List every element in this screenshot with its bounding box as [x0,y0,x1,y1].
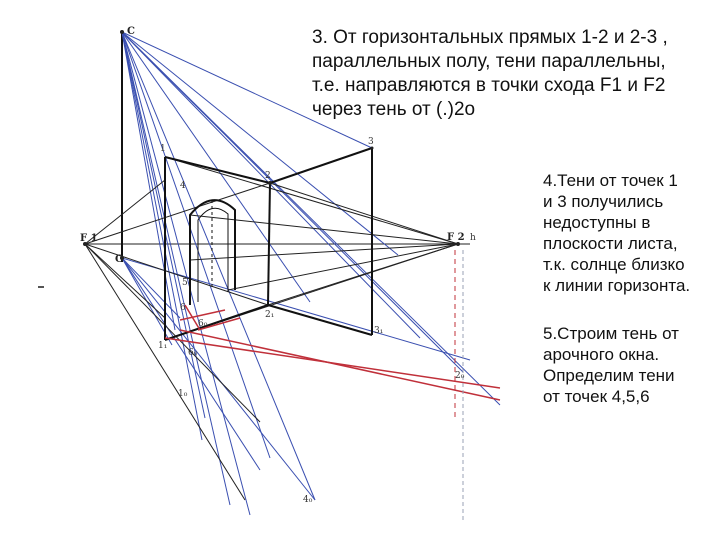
arched-window [189,199,236,305]
label-p4: 4 [180,181,186,191]
ground-rays [121,257,471,501]
label-p6-shadow-top: 6₀ [198,319,208,329]
label-p5: 5 [182,278,188,288]
label-p2-base: 2₁ [265,310,274,320]
label-p1: 1 [160,144,166,154]
walls [164,147,373,341]
label-p2: 2 [265,171,271,181]
label-h: h [470,233,476,243]
label-sun-foot: C [115,254,123,265]
step-4-note: 4.Тени от точек 1 и 3 получились недосту… [543,171,691,295]
label-p3: 3 [368,137,374,147]
label-f2: F 2 [447,232,465,243]
f1-construction-lines [84,179,271,501]
label-p1-base: 1₁ [158,341,167,351]
sun-rays [121,31,501,516]
points [83,30,460,260]
label-f1: F 1 [80,233,98,244]
label-p6: 6 [180,303,186,313]
label-p4-shadow: 4₀ [303,495,313,505]
label-p6-shadow: 6₀ [188,348,198,358]
shadow-lines [164,304,501,401]
step-5-note: 5.Строим тень от арочного окна. Определи… [543,324,679,406]
step-3-note: 3. От горизонтальных прямых 1-2 и 2-3 , … [312,27,668,120]
f2-construction-lines [164,156,459,341]
label-p2-shadow: 2₀ [455,371,465,381]
label-sun: C [127,26,135,37]
label-p3-base: 3₁ [374,326,383,336]
label-p1-shadow: 1₀ [178,389,188,399]
